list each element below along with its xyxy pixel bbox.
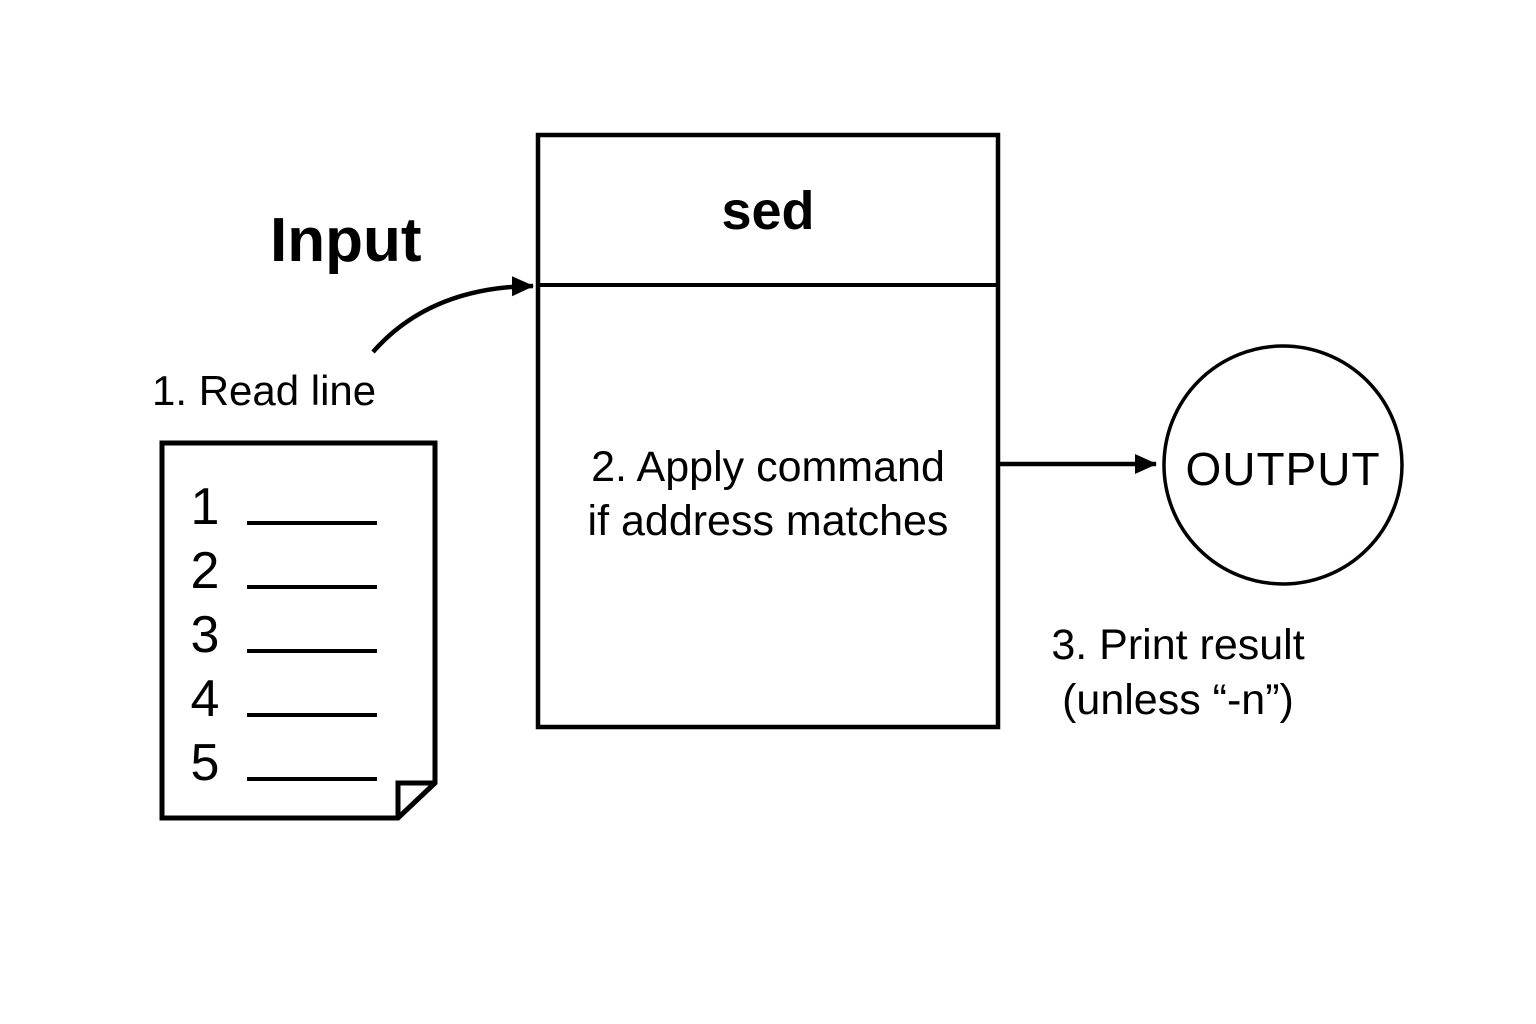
step1-read-line-label: 1. Read line [152, 367, 377, 414]
document-lines: 1 2 3 4 5 [183, 463, 383, 789]
document-line-row: 5 [183, 719, 383, 789]
document-line-row: 1 [183, 463, 383, 533]
output-circle [1162, 344, 1404, 586]
line-rule [247, 713, 377, 717]
line-number: 5 [190, 734, 220, 792]
sed-box-title: sed [721, 181, 815, 241]
line-number: 3 [190, 606, 220, 664]
step3-line1: 3. Print result [1051, 621, 1305, 669]
input-arrow [371, 276, 534, 354]
line-number: 2 [190, 542, 220, 600]
step2-line2: if address matches [587, 497, 949, 545]
document-line-row: 3 [183, 591, 383, 661]
document-fold-corner-icon [395, 780, 435, 818]
step2-line1: 2. Apply command [591, 443, 945, 491]
sed-box [535, 132, 1001, 730]
line-rule [247, 649, 377, 653]
line-rule [247, 585, 377, 589]
line-number: 1 [190, 478, 220, 536]
step2-apply-command-label: 2. Apply command if address matches [538, 440, 998, 548]
document-line-row: 2 [183, 527, 383, 597]
step3-line2: (unless “-n”) [1062, 676, 1294, 724]
line-rule [247, 521, 377, 525]
document-line-row: 4 [183, 655, 383, 725]
output-label: OUTPUT [1185, 443, 1381, 495]
line-number: 4 [190, 670, 220, 728]
document-icon [159, 440, 438, 821]
step3-print-result-label: 3. Print result (unless “-n”) [1010, 618, 1346, 728]
input-label: Input [270, 206, 422, 275]
line-rule [247, 777, 377, 781]
